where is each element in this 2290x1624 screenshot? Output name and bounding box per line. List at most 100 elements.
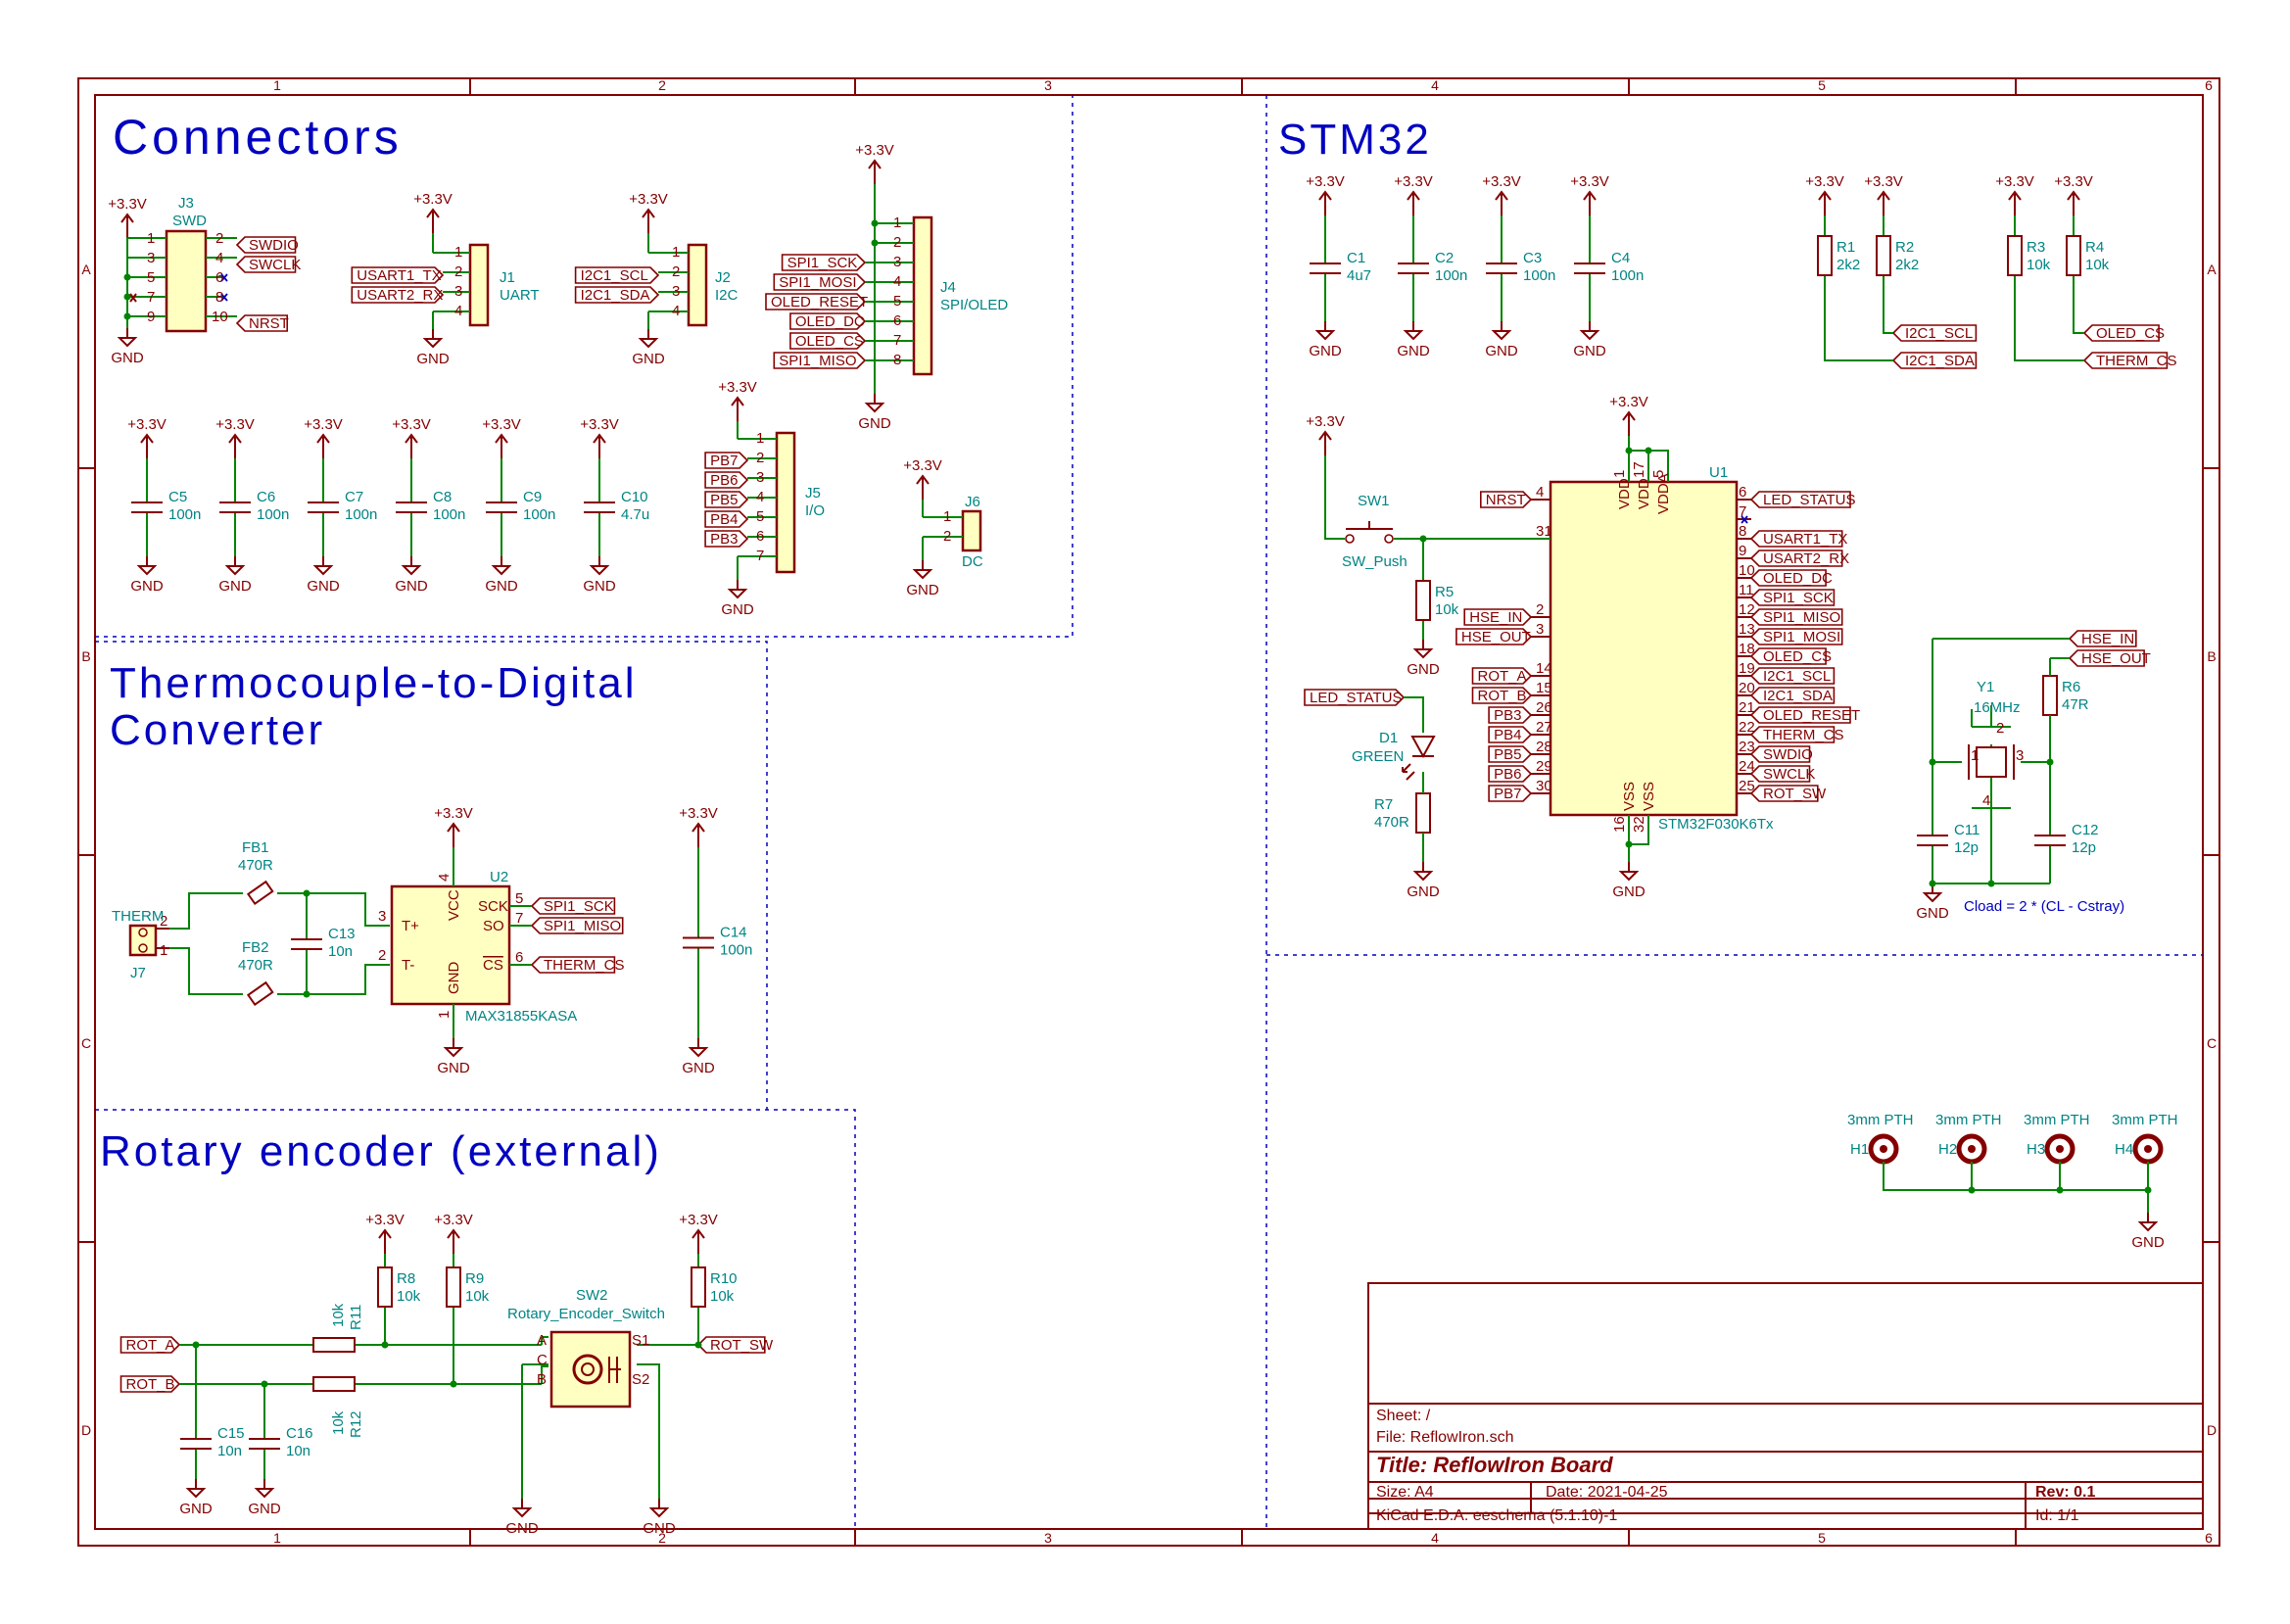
cap-c10-plates [584, 502, 615, 512]
net-u1-pa3: USART2_RX [1763, 550, 1849, 567]
u2-pin-7-num: 7 [515, 910, 523, 927]
j2-vcc-label: +3.3V [629, 191, 668, 208]
net-j5-pb6: PB6 [710, 472, 738, 489]
stm-cap-1-vcc-label: +3.3V [1394, 173, 1433, 190]
stm-cap-0-vcc-symbol [1319, 192, 1331, 215]
net-u1-pa5: SPI1_SCK [1763, 590, 1834, 606]
net-j5-pb4: PB4 [710, 511, 738, 528]
pullup-2-vcc-label: +3.3V [1995, 173, 2034, 190]
u1-top-pin-1-num: 1 [1611, 470, 1628, 478]
j1-value: UART [500, 287, 540, 304]
j2-vcc-symbol [643, 210, 654, 233]
net-u1-pa12: THERM_CS [1763, 727, 1844, 743]
u1-top-pin-17-name: VDD [1636, 478, 1652, 509]
stm-cap-3-vcc-label: +3.3V [1570, 173, 1609, 190]
j2-gnd-label: GND [632, 351, 665, 367]
r12-ref: R12 [348, 1410, 364, 1438]
net-u1-pf0: HSE_IN [1469, 609, 1522, 626]
u2-value: MAX31855KASA [465, 1008, 577, 1025]
connector-j6: 1 2 J6 DC [923, 494, 983, 570]
cap-c8-leads [396, 458, 427, 556]
cap-c9-value: 100n [523, 506, 555, 523]
crystal-gnd-label: GND [1916, 905, 1949, 922]
j3-ref: J3 [178, 195, 194, 212]
j5-gnd-symbol [730, 580, 745, 597]
y1-ref: Y1 [1977, 679, 1994, 695]
cap-4-gnd-symbol [494, 556, 509, 574]
hole-h3-value: 3mm PTH [2024, 1112, 2090, 1128]
cap-c1-ref: C1 [1347, 250, 1365, 266]
r5-gnd-symbol [1415, 640, 1431, 657]
frame-col-4: 4 [1431, 77, 1439, 93]
c15-gnd-label: GND [179, 1501, 213, 1517]
j3-pin-3: 3 [147, 250, 155, 266]
title-block-sheet: Sheet: / [1376, 1408, 1431, 1424]
frame-row-c-right: C [2207, 1035, 2217, 1051]
j3-pin-10: 10 [212, 309, 228, 325]
net-u1-pb1: ROT_B [1478, 688, 1527, 704]
u1-pin-4-num: 4 [1536, 484, 1544, 501]
j2-pin-2: 2 [672, 263, 680, 280]
cap-c4-ref: C4 [1611, 250, 1630, 266]
u2-gnd-label: GND [437, 1060, 470, 1076]
cap-c6-value: 100n [257, 506, 289, 523]
u2-pin-t-plus-name: T+ [402, 918, 419, 934]
u2-pin-1-num: 1 [436, 1011, 453, 1019]
u2-pin-gnd-name: GND [446, 962, 462, 995]
cap-c16-value: 10n [286, 1443, 310, 1459]
j3-pin-1: 1 [147, 230, 155, 247]
cap-c11-ref: C11 [1954, 822, 1980, 838]
stm-cap-2-vcc-label: +3.3V [1482, 173, 1521, 190]
j4-pin-4: 4 [893, 273, 901, 290]
cap-c13-plates [291, 939, 322, 949]
j2-ref: J2 [715, 269, 731, 286]
net-u1-pa0: LED_STATUS [1763, 492, 1855, 508]
cap-c9-leads [486, 458, 517, 556]
cap-c11-plates [1917, 836, 1948, 845]
u2-vcc-label: +3.3V [434, 805, 473, 822]
stm-cap-0-vcc-label: +3.3V [1306, 173, 1345, 190]
cap-c16-leads [249, 1409, 280, 1479]
cap-2-vcc-symbol [317, 435, 329, 458]
boot-switch: SW1 SW_Push [1325, 455, 1551, 570]
u1-pin-8-num: 8 [1739, 523, 1746, 540]
net-spi1-mosi: SPI1_MOSI [779, 274, 856, 291]
net-oled-cs: OLED_CS [795, 333, 864, 350]
cap-c4-value: 100n [1611, 267, 1644, 284]
fb1-value: 470R [238, 857, 273, 874]
section-title-connectors: Connectors [113, 110, 403, 165]
cap-1-gnd-symbol [227, 556, 243, 574]
stm-cap-1-gnd-label: GND [1397, 343, 1430, 359]
net-u1-pf1: HSE_OUT [1461, 629, 1531, 645]
u1-pin-3-num: 3 [1536, 621, 1544, 638]
net-u2-sck: SPI1_SCK [544, 898, 614, 915]
holes-gnd-label: GND [2131, 1234, 2165, 1251]
u2-pin-2-num: 2 [378, 947, 386, 964]
res-r2-value: 2k2 [1895, 257, 1919, 273]
cap-c8-ref: C8 [433, 489, 452, 505]
net-u1-pb6: PB6 [1494, 766, 1521, 783]
j6-pin-1: 1 [943, 508, 951, 525]
u1-top-pin-17-num: 17 [1631, 461, 1647, 478]
frame-row-d-right: D [2207, 1422, 2217, 1438]
res-r3-body [2008, 236, 2022, 275]
cap-c4-plates [1574, 263, 1605, 273]
title-block-date: Date: 2021-04-25 [1546, 1484, 1668, 1501]
u2-pin-so-name: SO [483, 918, 504, 934]
frame-col-1: 1 [273, 77, 281, 93]
res-r9-body [447, 1267, 460, 1307]
net-i2c1-sda: I2C1_SDA [581, 287, 650, 304]
cap-5-vcc-label: +3.3V [580, 416, 619, 433]
hole-h1-value: 3mm PTH [1847, 1112, 1914, 1128]
res-r1-value: 2k2 [1837, 257, 1860, 273]
cap-c10-value: 4.7u [621, 506, 649, 523]
j4-pin-7: 7 [893, 332, 901, 349]
stm-cap-2-gnd-symbol [1494, 321, 1509, 339]
j5-pin-3: 3 [756, 469, 764, 486]
frame-col-3-bottom: 3 [1044, 1530, 1052, 1546]
res-r6-value: 47R [2062, 696, 2089, 713]
frame-col-4-bottom: 4 [1431, 1530, 1439, 1546]
cap-c14-plates [683, 938, 714, 948]
hole-h1-center [1880, 1145, 1887, 1153]
